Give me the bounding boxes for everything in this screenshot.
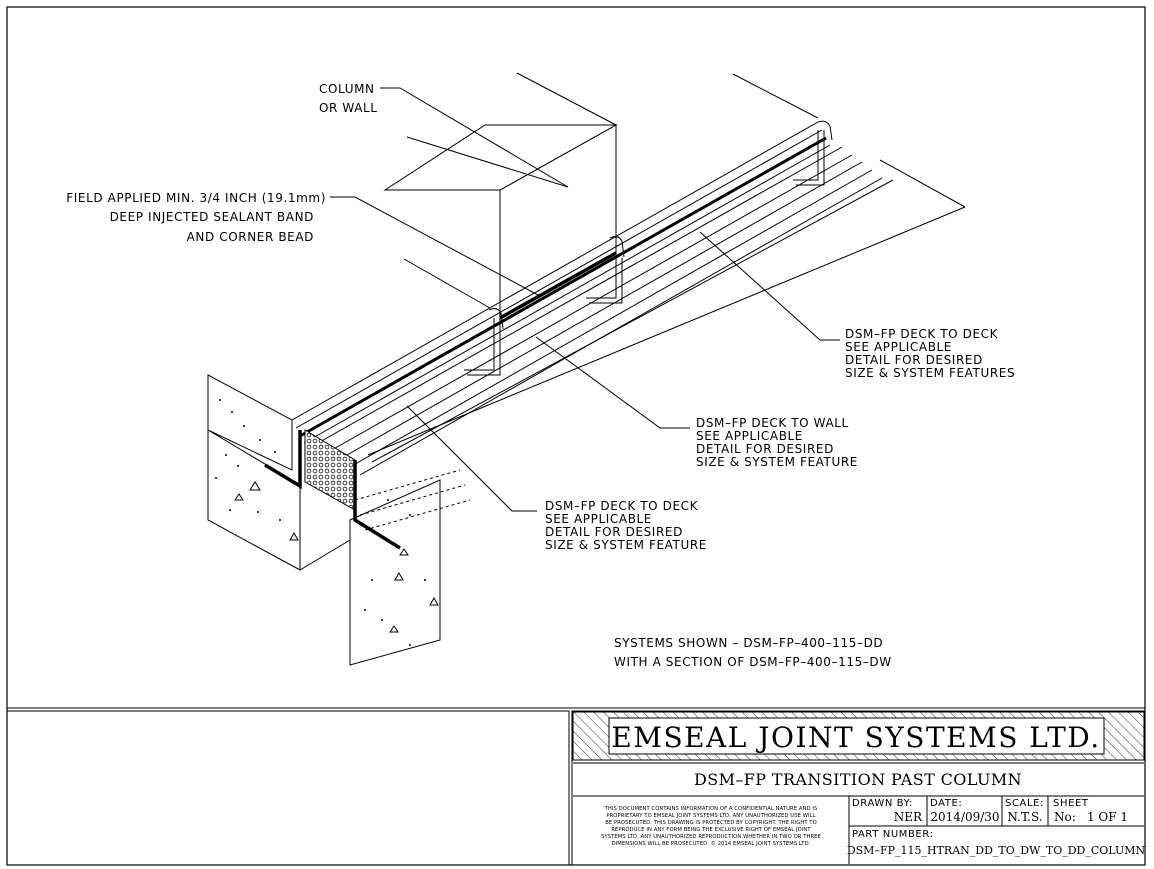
svg-text:DETAIL FOR DESIRED: DETAIL FOR DESIRED bbox=[845, 353, 983, 367]
svg-text:WITH A SECTION OF DSM–FP–400–1: WITH A SECTION OF DSM–FP–400–115–DW bbox=[614, 655, 892, 669]
svg-text:DSM–FP DECK TO WALL: DSM–FP DECK TO WALL bbox=[696, 416, 849, 430]
svg-text:SIZE & SYSTEM FEATURE: SIZE & SYSTEM FEATURE bbox=[545, 538, 707, 552]
callout-deck-to-wall: DSM–FP DECK TO WALL SEE APPLICABLE DETAI… bbox=[696, 416, 858, 469]
svg-text:SEE APPLICABLE: SEE APPLICABLE bbox=[845, 340, 952, 354]
svg-text:DIMENSIONS WILL BE PROSECUTED.: DIMENSIONS WILL BE PROSECUTED. © 2014 EM… bbox=[612, 840, 811, 847]
svg-text:SYSTEMS SHOWN – DSM–FP–400–115: SYSTEMS SHOWN – DSM–FP–400–115–DD bbox=[614, 636, 883, 650]
date-label: DATE: bbox=[930, 798, 962, 809]
disclaimer-text: THIS DOCUMENT CONTAINS INFORMATION OF A … bbox=[601, 806, 821, 847]
svg-text:COLUMN: COLUMN bbox=[319, 82, 375, 96]
section-cut bbox=[208, 375, 470, 665]
svg-text:SIZE & SYSTEM FEATURES: SIZE & SYSTEM FEATURES bbox=[845, 366, 1015, 380]
systems-shown-note: SYSTEMS SHOWN – DSM–FP–400–115–DD WITH A… bbox=[614, 636, 892, 669]
svg-text:REPRODUCE IN ANY FORM BEING TH: REPRODUCE IN ANY FORM BEING THE EXCLUSIV… bbox=[611, 827, 811, 833]
drawn-by-label: DRAWN BY: bbox=[852, 798, 913, 809]
leader-lines bbox=[330, 73, 965, 511]
date-value: 2014/09/30 bbox=[930, 810, 999, 824]
svg-text:DETAIL FOR DESIRED: DETAIL FOR DESIRED bbox=[545, 525, 683, 539]
drawn-by-value: NER bbox=[894, 810, 923, 824]
callout-sealant: FIELD APPLIED MIN. 3/4 INCH (19.1mm) DEE… bbox=[66, 191, 326, 244]
callout-deck-to-deck-left: DSM–FP DECK TO DECK SEE APPLICABLE DETAI… bbox=[545, 499, 707, 552]
scale-value: N.T.S. bbox=[1007, 810, 1042, 824]
svg-text:AND CORNER BEAD: AND CORNER BEAD bbox=[187, 230, 314, 244]
svg-text:THIS DOCUMENT CONTAINS INFORMA: THIS DOCUMENT CONTAINS INFORMATION OF A … bbox=[604, 806, 818, 812]
svg-text:DSM–FP DECK TO DECK: DSM–FP DECK TO DECK bbox=[845, 327, 999, 341]
joint-strip bbox=[292, 121, 965, 475]
notes-box bbox=[7, 711, 569, 865]
svg-text:SEE APPLICABLE: SEE APPLICABLE bbox=[545, 512, 652, 526]
svg-text:SYSTEMS LTD. ANY UNAUTHORIZED: SYSTEMS LTD. ANY UNAUTHORIZED REPRODUCTI… bbox=[601, 834, 821, 840]
svg-text:PROPRIETARY TO EMSEAL JOINT SY: PROPRIETARY TO EMSEAL JOINT SYSTEMS LTD.… bbox=[606, 813, 815, 819]
part-number-label: PART NUMBER: bbox=[852, 829, 934, 840]
part-number-value: DSM–FP_115_HTRAN_DD_TO_DW_TO_DD_COLUMN bbox=[847, 844, 1146, 857]
sheet-value: 1 OF 1 bbox=[1087, 810, 1128, 824]
company-name: EMSEAL JOINT SYSTEMS LTD. bbox=[611, 721, 1100, 754]
svg-text:SIZE & SYSTEM FEATURE: SIZE & SYSTEM FEATURE bbox=[696, 455, 858, 469]
sheet-label: SHEET bbox=[1053, 798, 1089, 809]
svg-text:FIELD APPLIED MIN. 3/4 INCH (1: FIELD APPLIED MIN. 3/4 INCH (19.1mm) bbox=[66, 191, 326, 205]
svg-text:DSM–FP DECK TO DECK: DSM–FP DECK TO DECK bbox=[545, 499, 699, 513]
callout-deck-to-deck-right: DSM–FP DECK TO DECK SEE APPLICABLE DETAI… bbox=[845, 327, 1015, 380]
callout-column: COLUMN OR WALL bbox=[319, 82, 378, 115]
scale-label: SCALE: bbox=[1005, 798, 1044, 809]
svg-text:DETAIL FOR DESIRED: DETAIL FOR DESIRED bbox=[696, 442, 834, 456]
column-block bbox=[385, 125, 616, 318]
svg-text:DEEP INJECTED SEALANT BAND: DEEP INJECTED SEALANT BAND bbox=[110, 210, 314, 224]
svg-text:SEE APPLICABLE: SEE APPLICABLE bbox=[696, 429, 803, 443]
sheet-no-label: No: bbox=[1054, 810, 1076, 824]
svg-text:BE PROSECUTED. THIS DRAWING IS: BE PROSECUTED. THIS DRAWING IS PROTECTED… bbox=[605, 820, 817, 826]
svg-text:OR WALL: OR WALL bbox=[319, 101, 378, 115]
drawing-title: DSM–FP TRANSITION PAST COLUMN bbox=[694, 770, 1022, 789]
